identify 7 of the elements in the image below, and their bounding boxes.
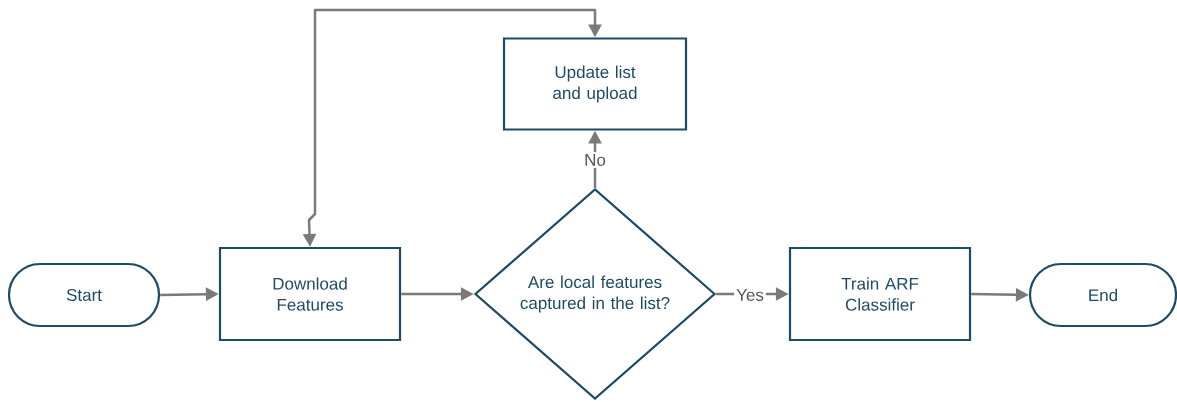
process-box: Download Features [218, 246, 402, 342]
process-box: Update list and upload [502, 37, 688, 131]
terminal-pill: End [1028, 262, 1177, 328]
edge-label: Yes [734, 287, 766, 303]
terminal-pill: Start [7, 262, 161, 328]
process-box: Train ARF Classifier [788, 246, 972, 342]
edge-label: No [582, 152, 608, 168]
